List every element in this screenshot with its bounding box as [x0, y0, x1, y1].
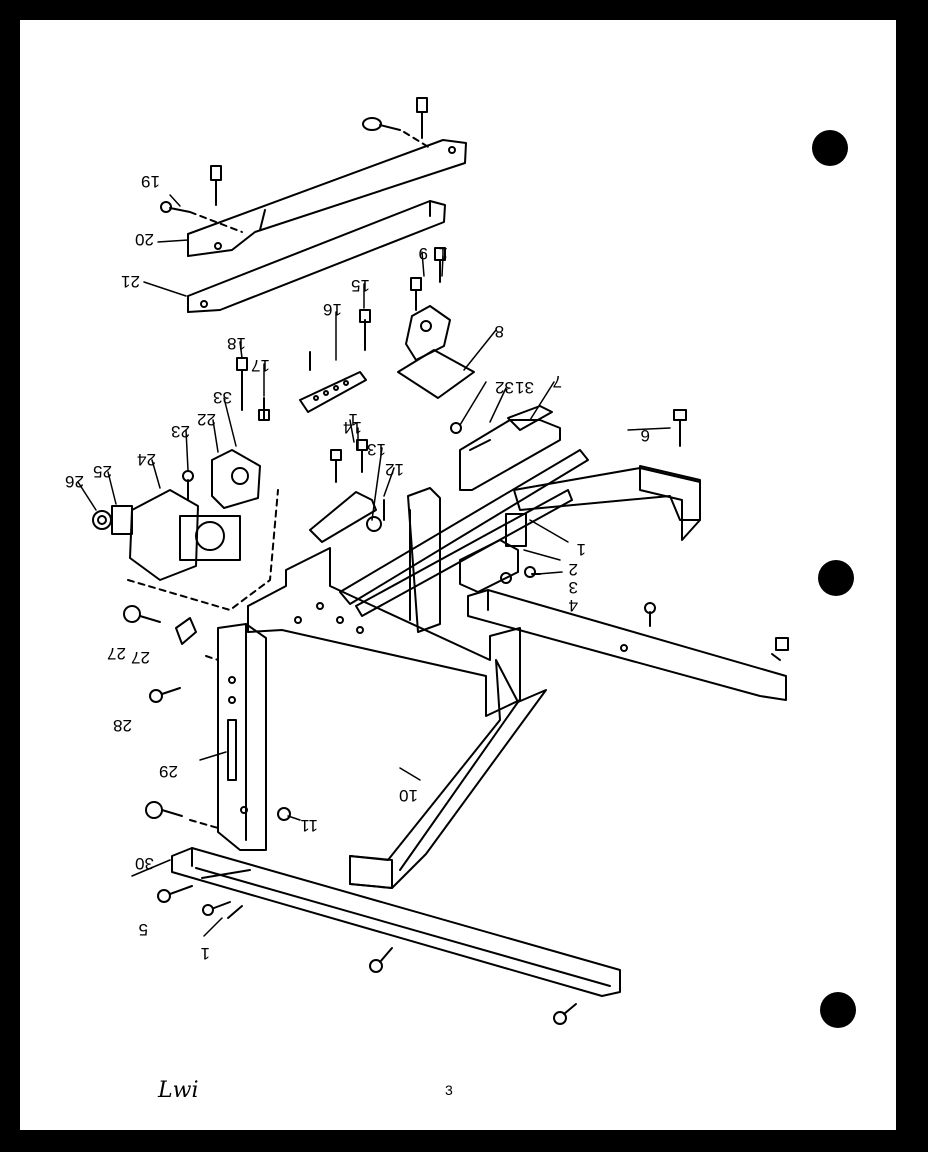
support-8: [349, 659, 547, 889]
part-label: 1: [201, 944, 210, 963]
binder-hole-bottom: [820, 992, 856, 1028]
part-label: 27: [131, 648, 150, 667]
main-frame: [247, 449, 589, 717]
part-label: 27: [107, 644, 126, 663]
part-label: 25: [93, 462, 112, 481]
page-number: 3: [445, 1082, 453, 1098]
cover-plate-7: [397, 349, 475, 399]
part-label: 22: [197, 410, 216, 429]
part-labels: 19 20 21 9 1 15 16 18 17 33 22 23 24 25 …: [65, 172, 650, 963]
part-label: 10: [399, 786, 418, 805]
part-label: 6: [641, 426, 650, 445]
part-label: 23: [171, 422, 190, 441]
top-rail-19: [187, 200, 446, 313]
part-label: 32: [495, 378, 514, 397]
part-label: 13: [367, 440, 386, 459]
part-label: 14: [343, 418, 362, 437]
part-label: 30: [135, 854, 154, 873]
fasteners-left: [123, 605, 291, 821]
side-arm-5: [513, 409, 701, 541]
part-label: 8: [495, 322, 504, 341]
binder-hole-middle: [818, 560, 854, 596]
top-screws: [160, 97, 431, 233]
valve-assembly: [92, 449, 279, 611]
bracket-9: [405, 247, 451, 361]
top-rail-18: [187, 139, 467, 257]
switch-assembly: [459, 513, 541, 593]
part-label: 15: [351, 276, 370, 295]
part-label: 19: [141, 172, 160, 191]
part-label: 7: [553, 372, 562, 391]
part-label: 5: [139, 920, 148, 939]
leader-lines: [77, 194, 671, 937]
part-label: 24: [137, 450, 156, 469]
terminal-block-14: [236, 309, 371, 421]
part-label: 21: [121, 272, 140, 291]
part-label: 1: [577, 540, 586, 559]
part-label: 16: [323, 300, 342, 319]
part-label: 4: [569, 596, 578, 615]
part-label: 31: [515, 378, 534, 397]
binder-hole-top: [812, 130, 848, 166]
part-label: 1: [439, 244, 448, 263]
part-label: 11: [300, 816, 318, 835]
exploded-parts-diagram: 19 20 21 9 1 15 16 18 17 33 22 23 24 25 …: [65, 97, 789, 1025]
cross-member-6: [450, 405, 561, 491]
diagram-sheet: 19 20 21 9 1 15 16 18 17 33 22 23 24 25 …: [20, 20, 896, 1130]
part-label: 20: [135, 230, 154, 249]
part-label: 3: [569, 578, 578, 597]
part-label: 12: [385, 460, 404, 479]
handwritten-mark: Lwi: [158, 1078, 199, 1103]
part-label: 29: [159, 762, 178, 781]
bottom-rail-29: [157, 847, 621, 1025]
part-label: 33: [213, 388, 232, 407]
bar-28: [189, 623, 267, 851]
part-label: 1: [349, 410, 358, 429]
part-label: 17: [251, 356, 270, 375]
part-label: 2: [569, 560, 578, 579]
part-label: 18: [227, 334, 246, 353]
right-rail: [467, 589, 789, 701]
part-label: 26: [65, 472, 84, 491]
part-label: 28: [113, 716, 132, 735]
part-label: 9: [419, 244, 428, 263]
